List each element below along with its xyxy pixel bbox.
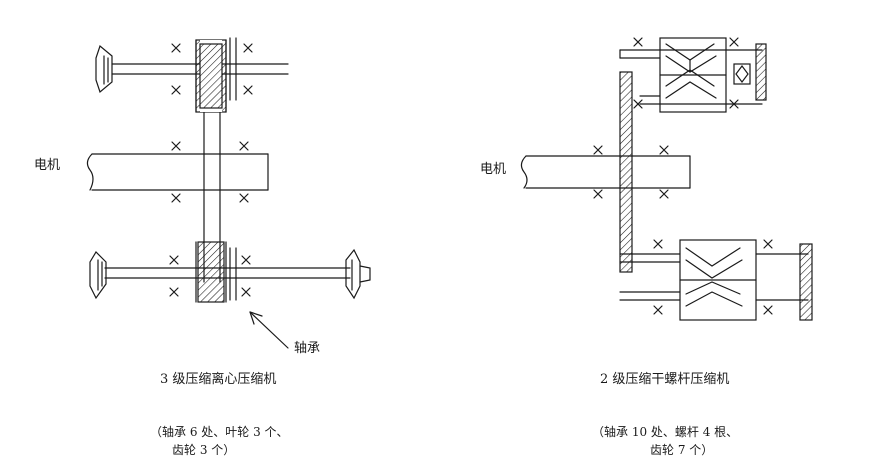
motor-shaft-right [520,155,691,189]
screw-compressor-diagram [520,37,813,321]
left-caption-note-line1: （轴承 6 处、叶轮 3 个、 [150,425,289,439]
top-impeller [95,44,113,94]
upper-timing-gear [733,43,767,101]
drive-gear-plate [619,71,633,273]
lower-shafts [619,253,809,301]
bottom-impeller-right [345,248,371,300]
left-caption-note-line2: 齿轮 3 个） [172,443,236,457]
bottom-impeller-left [89,251,107,300]
centrifugal-compressor-diagram [86,37,371,349]
right-caption-note-line2: 齿轮 7 个） [650,443,714,457]
bottom-shaft [104,267,351,279]
left-motor-label: 电机 [34,158,61,173]
bearing-marks-right [593,37,773,315]
lower-timing-gear [799,243,813,321]
right-caption-note-line1: （轴承 10 处、螺杆 4 根、 [592,425,739,439]
upper-shafts [619,49,763,105]
right-caption-title: 2 级压缩干螺杆压缩机 [600,372,730,387]
bearing-marks-left [169,43,253,297]
upper-screw-rotors [659,37,727,113]
motor-shaft [86,153,269,191]
bearing-leader-arrow [249,311,289,349]
right-motor-label: 电机 [480,162,507,177]
lower-screw-rotors [679,239,757,321]
bottom-pinion-gear [195,241,237,303]
left-bearing-label: 轴承 [294,341,321,356]
left-caption-title: 3 级压缩离心压缩机 [160,372,277,387]
top-pinion-gear [195,37,237,113]
